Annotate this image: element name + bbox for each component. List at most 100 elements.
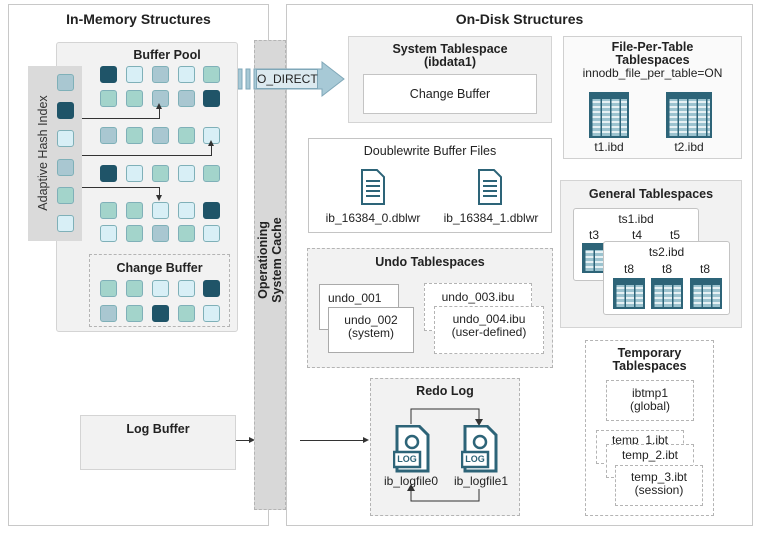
change-buffer-page [152,280,169,297]
change-buffer-memory: Change Buffer [89,254,230,327]
undo-002-label: undo_002 [344,313,398,327]
buffer-pool-page [100,127,117,144]
undo-003-label: undo_003.ibu [441,290,515,304]
buffer-pool-title: Buffer Pool [133,48,201,62]
table-icon [690,278,722,309]
buffer-pool-page [152,66,169,83]
undo-002-note: (system) [348,326,394,340]
log-buffer: Log Buffer [80,415,236,470]
hash-index-entry [57,102,74,119]
buffer-pool-page [126,127,143,144]
change-buffer-title: Change Buffer [116,261,203,275]
buffer-pool-page [126,90,143,107]
change-buffer-page [126,280,143,297]
file-icon [478,169,502,205]
adaptive-hash-index: Adaptive Hash Index [28,66,82,241]
redo-file-1: ib_logfile1 [453,474,509,488]
fpt-file-t1: t1.ibd [594,140,624,154]
fpt-title2: Tablespaces [615,53,690,67]
undo-title: Undo Tablespaces [375,255,485,269]
undo-002: undo_002 (system) [328,307,414,353]
ts1-table-label: t5 [669,228,680,242]
system-tablespace-title: System Tablespace [392,42,508,56]
table-icon [651,278,683,309]
buffer-pool-page [152,202,169,219]
ts1-table-label: t4 [631,228,642,242]
change-buffer-page [203,280,220,297]
buffer-pool-page [203,225,220,242]
general-tablespaces: General Tablespaces ts1.ibd t3 t4 t5 ts2… [560,180,742,328]
log-buffer-title: Log Buffer [126,422,190,436]
system-tablespace: System Tablespace (ibdata1) Change Buffe… [348,36,552,123]
fpt-title1: File-Per-Table [611,40,694,54]
redo-file-0: ib_logfile0 [383,474,439,488]
log-icon-label: LOG [465,454,485,464]
buffer-pool-page [178,66,195,83]
on-disk-title: On-Disk Structures [455,11,584,27]
buffer-pool-page [100,165,117,182]
ts2-table-label: t8 [699,262,710,276]
change-buffer-page [100,305,117,322]
temp-title1: Temporary [617,346,682,360]
buffer-pool-page [126,202,143,219]
fpt-file-t2: t2.ibd [674,140,704,154]
temp-2-label: temp_2.ibt [621,448,679,462]
undo-004-note: (user-defined) [451,325,527,339]
temp-title2: Tablespaces [612,359,687,373]
system-tablespace-subtitle: (ibdata1) [423,55,477,69]
hash-index-entry [57,187,74,204]
buffer-pool-page [203,66,220,83]
change-buffer-page [178,305,195,322]
hash-index-entry [57,130,74,147]
o-direct-label: O_DIRECT [256,69,318,89]
buffer-pool-page [100,66,117,83]
arrow-head [363,437,369,443]
ibtmp1: ibtmp1 (global) [606,380,694,421]
buffer-pool-page [178,225,195,242]
buffer-pool-page [152,165,169,182]
fpt-setting: innodb_file_per_table=ON [582,66,723,80]
hash-index-entry [57,159,74,176]
change-buffer-page [178,280,195,297]
temporary-tablespaces: Temporary Tablespaces ibtmp1 (global) te… [585,340,714,516]
change-buffer-page [126,305,143,322]
doublewrite-title: Doublewrite Buffer Files [363,144,497,158]
in-memory-title: In-Memory Structures [66,11,211,27]
table-icon [666,92,712,138]
temp-3-label: temp_3.ibt [630,470,688,484]
buffer-pool-page [126,66,143,83]
ts2-table-label: t8 [623,262,634,276]
ts2-name: ts2.ibd [648,245,685,259]
buffer-pool-page [203,202,220,219]
buffer-pool-page [100,202,117,219]
change-buffer-page [152,305,169,322]
log-file-icon [461,425,498,473]
temp-3-note: (session) [634,483,684,497]
ts2-table-label: t8 [661,262,672,276]
ibtmp1-note: (global) [629,399,671,413]
file-per-table-tablespaces: File-Per-Table Tablespaces innodb_file_p… [563,36,742,159]
buffer-pool-page [203,90,220,107]
redo-log: Redo Log LOG LOG ib_logfile0 ib_logfile1 [370,378,520,516]
log-file-icon [393,425,430,473]
arrow-head [156,195,162,201]
redo-log-title: Redo Log [416,384,474,398]
buffer-pool-page [100,90,117,107]
undo-tablespaces: Undo Tablespaces undo_001 undo_002 (syst… [307,248,553,368]
change-buffer-page [100,280,117,297]
table-icon [589,92,629,138]
buffer-pool-page [152,225,169,242]
buffer-pool-page [203,165,220,182]
change-buffer-page [203,305,220,322]
dblwr-file-1: ib_16384_1.dblwr [443,211,539,225]
redo-cycle-arrows [407,408,483,502]
table-icon [613,278,645,309]
os-cache-line2: System Cache [270,217,284,303]
os-cache-line1: Operationing [256,221,270,299]
buffer-pool-page [126,225,143,242]
buffer-pool-page [100,225,117,242]
arrow-head [249,437,255,443]
dblwr-file-0: ib_16384_0.dblwr [325,211,421,225]
arrow-head [156,103,162,109]
buffer-pool-page [152,127,169,144]
